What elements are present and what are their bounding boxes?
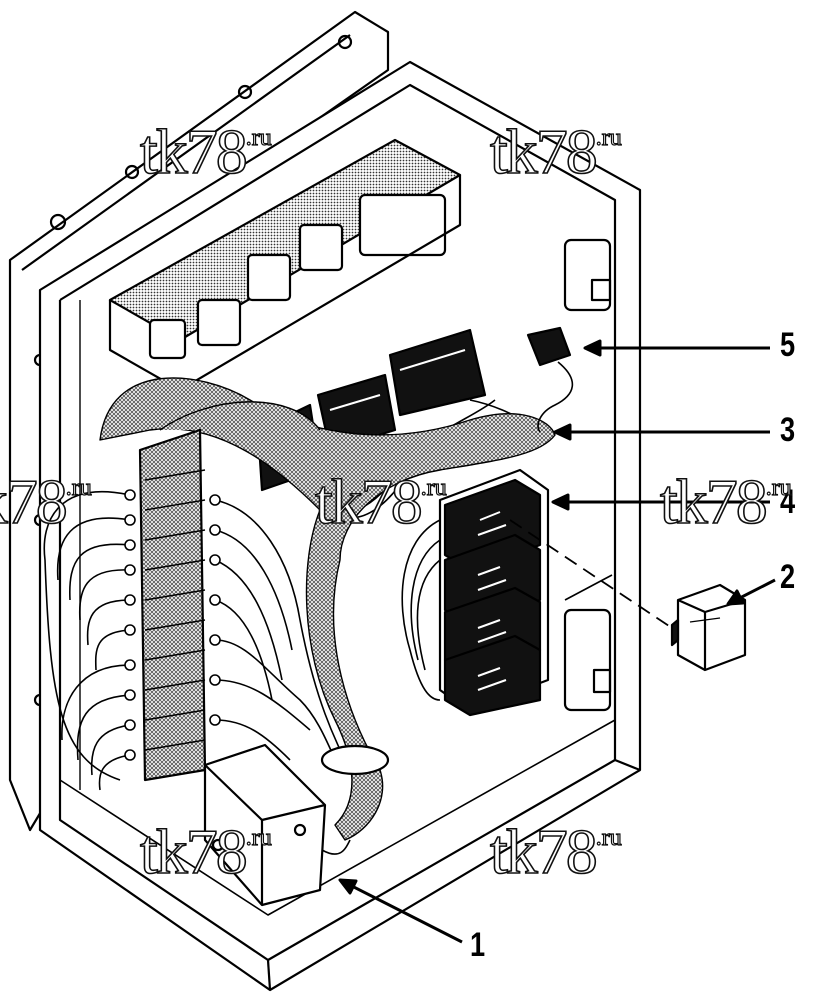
relay-unit xyxy=(670,583,747,672)
watermark: tk78.ru xyxy=(139,816,272,887)
control-module xyxy=(203,743,351,907)
watermark: tk78.ru xyxy=(489,816,622,887)
watermark: tk78.ru xyxy=(314,466,447,537)
small-connector xyxy=(526,326,574,433)
large-relay xyxy=(358,193,447,257)
callout-3: 3 xyxy=(780,411,796,449)
watermark: tk78.ru xyxy=(659,466,792,537)
terminal-strip xyxy=(138,428,207,782)
grommet xyxy=(320,744,390,776)
callout-4: 4 xyxy=(780,483,796,521)
callout-1: 1 xyxy=(470,926,486,964)
left-wire-loops xyxy=(43,489,136,791)
watermark: tk78.ru xyxy=(489,116,622,187)
leader-arrows xyxy=(338,339,776,944)
callout-5: 5 xyxy=(780,326,796,364)
watermark: tk78.ru xyxy=(0,466,92,537)
arrow-1 xyxy=(339,878,463,944)
relay-socket-block xyxy=(401,468,550,717)
watermark: tk78.ru xyxy=(139,116,272,187)
rear-relay-board xyxy=(108,138,462,392)
right-wire-loops xyxy=(209,494,351,771)
wire-harness xyxy=(99,377,556,841)
callout-2: 2 xyxy=(780,558,796,596)
install-dashed-line xyxy=(509,519,673,629)
